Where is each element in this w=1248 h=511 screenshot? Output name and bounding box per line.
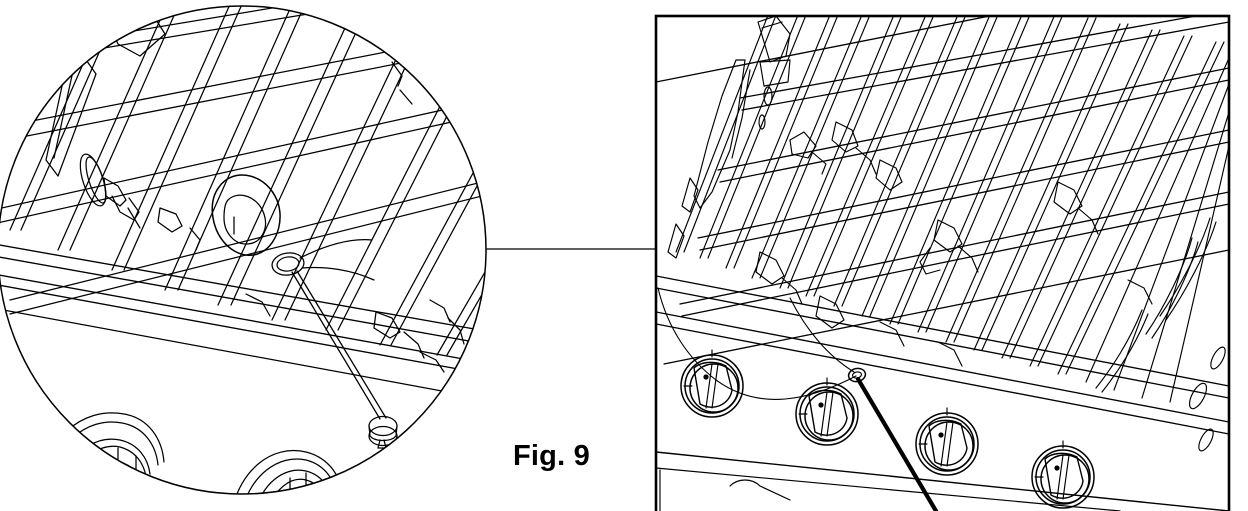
grate-right-end	[1095, 217, 1217, 393]
control-knob-1	[680, 349, 744, 418]
detail-electrode-arms	[299, 239, 375, 281]
figure-label: Fig. 9	[513, 440, 590, 472]
overview-frame	[654, 14, 1231, 511]
side-shelf-slots	[1188, 346, 1226, 452]
detail-circle-outline	[0, 5, 487, 495]
igniter-wire	[291, 270, 387, 420]
cooking-grate-rods	[675, 16, 1229, 403]
grate-joint-details	[755, 121, 1153, 367]
wire-grommet-ring	[271, 252, 305, 276]
control-knob-3	[915, 407, 979, 476]
magnified-detail-circle	[0, 5, 487, 495]
detail-firebox-rim	[0, 237, 481, 399]
wire-terminal-fitting	[368, 415, 398, 449]
grill-overview-panel	[654, 14, 1231, 511]
firebox-front-rim	[656, 275, 1229, 435]
overview-contents	[656, 16, 1229, 511]
lid-hinge-bracket	[667, 16, 791, 259]
control-panel-body	[656, 451, 1229, 511]
cooking-grate-supports	[663, 16, 1229, 365]
overview-callout-line	[855, 376, 939, 511]
detail-vent-slot-left	[79, 153, 107, 207]
control-knob-2	[795, 377, 859, 446]
detail-small-hardware	[103, 177, 271, 317]
igniter-electrode	[211, 174, 281, 257]
control-knob-4	[1031, 440, 1095, 509]
detail-right-hardware	[373, 39, 465, 373]
